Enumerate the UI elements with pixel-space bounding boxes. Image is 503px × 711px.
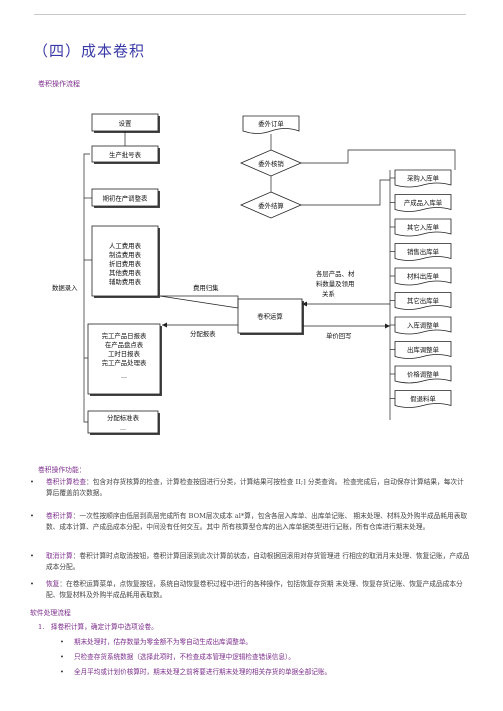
alloc-table-1: ...	[120, 424, 126, 432]
box-batch-label: 生产批号表	[109, 150, 142, 159]
doc-1: 产成品入库单	[390, 194, 452, 212]
doc-2: 其它入库单	[390, 218, 452, 237]
doc-8: 价格调整单	[390, 365, 452, 384]
doc-0-label: 采购入库单	[407, 174, 440, 183]
doc-3-label: 销售出库单	[407, 247, 440, 256]
box-settings: 设置	[91, 113, 160, 133]
doc-2-label: 其它入库单	[407, 223, 440, 232]
bullet-0-text: ：包含对存货核算的检查，计算检查按固进行分类，计算结果可按检查 II;] 分类查…	[46, 478, 464, 497]
doc-8-label: 价格调整单	[407, 370, 440, 379]
daily-table-0: 完工产品日报表	[102, 331, 147, 340]
bullet-2: •取消计算：卷积计算时点取消按钮，卷积计算回滚到此次计算前状态，自动根据回滚用对…	[30, 552, 470, 571]
sub-bullet-1: •只检查存货系统数据（选择此项时，不检查成本管理中逻辑检查错误信息）。	[60, 653, 295, 661]
bullet-3-keyword: 恢复	[46, 580, 60, 588]
functions-heading: 卷积操作功能：	[38, 466, 86, 474]
bullet-1-text: ：一次性按顺序由低层到高层完成所有 BOM层次成本 al*算，包含各层入库单、出…	[46, 512, 468, 531]
alloc-table-0: 分配标准表	[107, 413, 140, 422]
outsource-verify-label: 委外核销	[258, 159, 284, 168]
cost-table-1: 制造费用表	[109, 250, 142, 259]
daily-table-4: ...	[121, 372, 127, 380]
doc-7: 出库调整单	[390, 341, 452, 359]
unit-price-label: 单价回写	[326, 331, 352, 340]
doc-4: 材料出库单	[390, 267, 452, 286]
box-rollup-center: 卷积运算	[237, 298, 304, 335]
sub-bullet-1-text: 只检查存货系统数据（选择此项时，不检查成本管理中逻辑检查错误信息）。	[74, 653, 295, 661]
outsource-settle: 委外结算	[239, 191, 303, 219]
sub-bullet-2-text: 全月平均或计划价核算时，期末处理之前将要进行期末处理的相关存货的单据全部记账。	[74, 668, 332, 676]
cost-table-4: 辅助费用表	[109, 277, 142, 286]
bullet-1-keyword: 卷积计算	[46, 512, 73, 520]
daily-table-2: 工时日报表	[108, 349, 141, 358]
materials-label-0: 各层产品、材	[316, 269, 355, 278]
bullet-2-text: ：卷积计算时点取消按钮，卷积计算回滚到此次计算前状态，自动根据回滚用对存货管理进…	[46, 552, 470, 571]
doc-6: 入库调整单	[390, 316, 452, 335]
cost-table-3: 其他费用表	[109, 268, 142, 277]
bullet-1: •卷积计算：一次性按顺序由低层到高层完成所有 BOM层次成本 al*算，包含各层…	[30, 512, 468, 531]
alloc-report-label: 分配报表	[190, 329, 216, 338]
bullet-3-text: ：在卷积运算菜单，点恢复按钮，系统自动恢复卷积过程中进行的各种操作，包括恢复存货…	[46, 580, 463, 599]
center-label: 卷积运算	[257, 312, 283, 321]
doc-7-label: 出库调整单	[407, 345, 440, 354]
doc-5: 其它出库单	[390, 292, 452, 310]
outsource-order-label: 委外订单	[258, 119, 284, 128]
box-opening-wip: 期初在产调整表	[91, 188, 160, 208]
outsource-verify: 委外核销	[239, 149, 303, 177]
sub-bullet-2: •全月平均或计划价核算时，期末处理之前将要进行期末处理的相关存货的单据全部记账。	[60, 668, 332, 676]
bullet-0-keyword: 卷积计算检查	[46, 478, 87, 486]
doc-9-label: 假退料单	[410, 394, 436, 403]
outsource-order: 委外订单	[242, 115, 300, 134]
doc-1-label: 产成品入库单	[404, 198, 443, 207]
doc-3: 销售出库单	[390, 243, 452, 261]
box-alloc-standard: 分配标准表 ...	[87, 410, 160, 435]
box-opening-label: 期初在产调整表	[103, 194, 148, 203]
doc-6-label: 入库调整单	[407, 321, 440, 330]
cost-table-2: 折旧费用表	[109, 259, 142, 268]
materials-label-1: 料数量及领用	[316, 279, 354, 288]
cost-rollup-flowchart: 设置 生产批号表 期初在产调整表 人工费用表 制造费用表 折旧费用表 其他费用表…	[52, 113, 456, 435]
daily-table-3: 完工产品处理表	[102, 358, 147, 367]
doc-5-label: 其它出库单	[407, 296, 440, 305]
materials-label-2: 关系	[322, 289, 335, 298]
cost-table-0: 人工费用表	[109, 241, 142, 250]
sub-bullet-0-text: 期末处理时，估存数量为零金额不为零自动生成出库调整单。	[74, 638, 253, 646]
step-1-number: 1.	[38, 623, 45, 631]
bullet-3: •恢复：在卷积运算菜单，点恢复按钮，系统自动恢复卷积过程中进行的各种操作，包括恢…	[30, 580, 463, 599]
doc-0: 采购入库单	[390, 169, 452, 188]
process-heading: 软件处理流程	[30, 609, 71, 617]
top-rule	[34, 14, 466, 15]
step-1-text: 择卷积计算，确定计算中选项设卷。	[50, 623, 158, 631]
doc-4-label: 材料出库单	[407, 272, 440, 281]
data-entry-label: 数据录入	[52, 283, 78, 292]
box-daily-tables: 完工产品日报表 在产品盘点表 工时日报表 完工产品处理表 ...	[87, 323, 162, 396]
sub-bullet-0: •期末处理时，估存数量为零金额不为零自动生成出库调整单。	[60, 638, 253, 646]
page-title: （四）成本卷积	[33, 42, 146, 60]
box-settings-label: 设置	[119, 119, 132, 128]
outsource-settle-label: 委外结算	[258, 201, 284, 210]
document-stack: 采购入库单产成品入库单其它入库单销售出库单材料出库单其它出库单入库调整单出库调整…	[390, 169, 452, 408]
box-cost-tables: 人工费用表 制造费用表 折旧费用表 其他费用表 辅助费用表	[91, 225, 160, 298]
bullet-2-keyword: 取消计算	[46, 552, 73, 560]
step-1: 1. 择卷积计算，确定计算中选项设卷。	[38, 621, 158, 631]
fee-collect-label: 费用归集	[193, 283, 219, 292]
doc-9: 假退料单	[390, 390, 452, 408]
bullet-0: •卷积计算检查：包含对存货核算的检查，计算检查按固进行分类，计算结果可按检查 I…	[30, 478, 464, 497]
flow-subheading: 卷积操作流程	[38, 80, 80, 88]
daily-table-1: 在产品盘点表	[105, 340, 144, 349]
box-batch-table: 生产批号表	[91, 145, 160, 164]
